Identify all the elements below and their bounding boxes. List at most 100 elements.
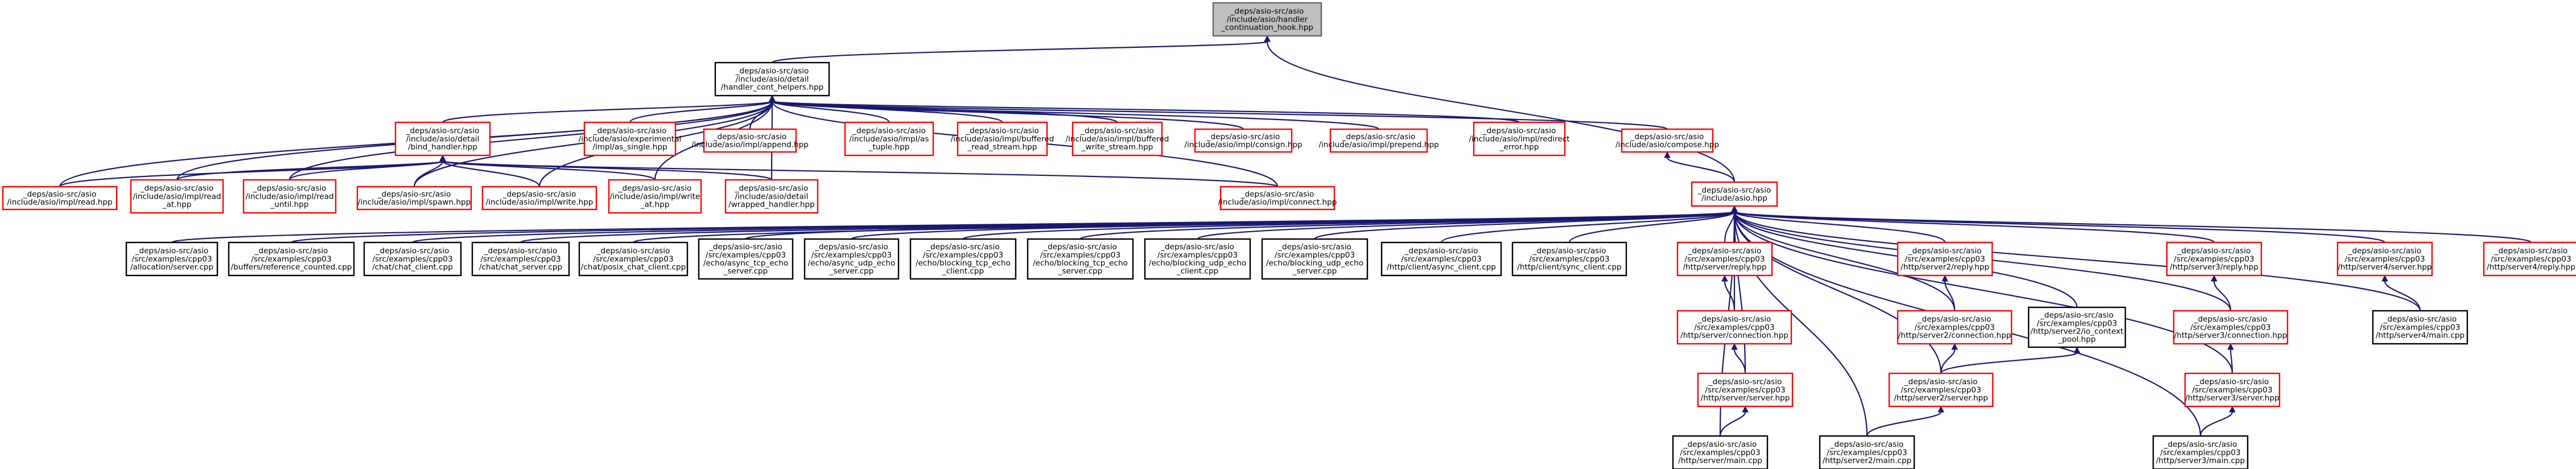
file-node-aues[interactable]: _deps/asio-src/asio/src/examples/cpp03/e…: [803, 238, 900, 280]
node-label-line: _at.hpp: [162, 200, 192, 209]
file-node-alloc[interactable]: _deps/asio-src/asio/src/examples/cpp03/a…: [125, 241, 219, 277]
file-node-hsc[interactable]: _deps/asio-src/asio/src/examples/cpp03/h…: [1511, 241, 1627, 277]
node-label-line: _deps/asio-src/asio: [2494, 246, 2568, 256]
node-label-line: /echo/blocking_tcp_echo: [1033, 259, 1128, 268]
dependency-edge-s3srv-to-asio: [1731, 205, 2233, 374]
file-node-app[interactable]: _deps/asio-src/asio/include/asio/impl/ap…: [691, 128, 809, 153]
file-node-s3conn[interactable]: _deps/asio-src/asio/src/examples/cpp03/h…: [2173, 310, 2289, 345]
node-box: [2184, 372, 2281, 408]
node-label-line: /src/examples/cpp03: [131, 254, 212, 264]
file-node-s1main[interactable]: _deps/asio-src/asio/src/examples/cpp03/h…: [1672, 435, 1769, 469]
file-node-s4reply[interactable]: _deps/asio-src/asio/src/examples/cpp03/h…: [2483, 241, 2576, 277]
file-node-s2conn[interactable]: _deps/asio-src/asio/src/examples/cpp03/h…: [1897, 310, 2013, 345]
file-node-s2srv[interactable]: _deps/asio-src/asio/src/examples/cpp03/h…: [1888, 372, 1994, 408]
file-node-wrapped[interactable]: _deps/asio-src/asio/include/asio/detail/…: [724, 179, 819, 214]
node-box: [1473, 121, 1566, 157]
node-label-line: /http/server/server.hpp: [1701, 394, 1790, 403]
node-label-line: _deps/asio-src/asio: [2177, 246, 2251, 256]
node-box: [1897, 241, 1993, 277]
file-node-s2reply[interactable]: _deps/asio-src/asio/src/examples/cpp03/h…: [1897, 241, 1993, 277]
file-node-s2pool[interactable]: _deps/asio-src/asio/src/examples/cpp03/h…: [2027, 306, 2126, 348]
node-label-line: _deps/asio-src/asio: [253, 184, 327, 193]
file-node-writeat[interactable]: _deps/asio-src/asio/include/asio/impl/wr…: [608, 179, 702, 214]
file-node-ates[interactable]: _deps/asio-src/asio/src/examples/cpp03/e…: [698, 238, 794, 280]
node-label-line: _deps/asio-src/asio: [708, 242, 782, 252]
node-label-line: /include/asio/impl/write: [610, 192, 700, 201]
file-node-s3reply[interactable]: _deps/asio-src/asio/src/examples/cpp03/h…: [2166, 241, 2262, 277]
node-box: [1672, 435, 1769, 469]
file-node-exp[interactable]: _deps/asio-src/asio/include/asio/experim…: [579, 121, 682, 157]
node-label-line: _deps/asio-src/asio: [135, 246, 209, 256]
file-node-spawn[interactable]: _deps/asio-src/asio/include/asio/impl/sp…: [356, 186, 472, 211]
node-box: [363, 241, 462, 277]
file-node-prepend[interactable]: _deps/asio-src/asio/include/asio/impl/pr…: [1318, 128, 1439, 153]
file-node-hac[interactable]: _deps/asio-src/asio/src/examples/cpp03/h…: [1380, 241, 1502, 277]
node-box: [909, 238, 1017, 280]
node-label-line: /src/examples/cpp03: [1157, 250, 1238, 260]
file-node-s3main[interactable]: _deps/asio-src/asio/src/examples/cpp03/h…: [2152, 435, 2249, 469]
file-node-brs[interactable]: _deps/asio-src/asio/include/asio/impl/bu…: [951, 121, 1054, 157]
node-label-line: /src/examples/cpp03: [2192, 385, 2272, 394]
file-node-bws[interactable]: _deps/asio-src/asio/include/asio/impl/bu…: [1066, 121, 1169, 157]
node-box: [1071, 121, 1163, 157]
file-node-chats[interactable]: _deps/asio-src/asio/src/examples/cpp03/c…: [471, 241, 570, 277]
dependency-edge-bh-to-hch: [442, 94, 776, 124]
node-box: [724, 179, 819, 214]
file-node-hch[interactable]: _deps/asio-src/asio/include/asio/detail/…: [714, 61, 830, 97]
node-label-line: /echo/blocking_tcp_echo: [916, 259, 1011, 268]
node-label-line: /src/examples/cpp03: [2491, 254, 2571, 264]
node-box: [2372, 310, 2468, 345]
file-node-s4main[interactable]: _deps/asio-src/asio/src/examples/cpp03/h…: [2372, 310, 2468, 345]
node-label-line: _client.cpp: [942, 267, 984, 276]
node-label-line: /include/asio.hpp: [1701, 194, 1767, 203]
file-node-s1reply[interactable]: _deps/asio-src/asio/src/examples/cpp03/h…: [1676, 241, 1773, 277]
file-node-asio[interactable]: _deps/asio-src/asio/include/asio.hpp: [1691, 181, 1778, 207]
file-node-refc[interactable]: _deps/asio-src/asio/src/examples/cpp03/b…: [228, 241, 355, 277]
file-node-bh[interactable]: _deps/asio-src/asio/include/asio/detail/…: [394, 121, 491, 157]
node-box: [481, 186, 597, 211]
node-label-line: /src/examples/cpp03: [1905, 254, 1985, 264]
file-node-hook[interactable]: _deps/asio-src/asio/include/asio/handler…: [1212, 2, 1322, 37]
file-node-s3srv[interactable]: _deps/asio-src/asio/src/examples/cpp03/h…: [2184, 372, 2281, 408]
file-node-bues[interactable]: _deps/asio-src/asio/src/examples/cpp03/e…: [1261, 238, 1369, 280]
dependency-edge-s3conn-to-s3reply: [2211, 274, 2232, 311]
node-label-line: /http/server4/main.cpp: [2376, 331, 2464, 340]
node-box: [228, 241, 355, 277]
dependency-edge-s2srv-to-asio: [1731, 205, 1942, 374]
node-label-line: _until.hpp: [270, 200, 308, 209]
node-label-line: /handler_cont_helpers.hpp: [721, 83, 823, 92]
file-node-readat[interactable]: _deps/asio-src/asio/include/asio/impl/re…: [130, 179, 224, 214]
node-label-line: _deps/asio-src/asio: [2194, 315, 2268, 324]
file-node-compose[interactable]: _deps/asio-src/asio/include/asio/compose…: [1615, 128, 1719, 153]
node-label-line: /http/server3/server.hpp: [2185, 394, 2279, 403]
file-node-buec[interactable]: _deps/asio-src/asio/src/examples/cpp03/e…: [1144, 238, 1251, 280]
file-node-write[interactable]: _deps/asio-src/asio/include/asio/impl/wr…: [481, 186, 597, 211]
file-node-connect[interactable]: _deps/asio-src/asio/include/asio/impl/co…: [1218, 186, 1337, 211]
node-box: [2166, 241, 2262, 277]
node-label-line: _deps/asio-src/asio: [1342, 132, 1416, 141]
node-label-line: /src/examples/cpp03: [1684, 254, 1765, 264]
file-node-read[interactable]: _deps/asio-src/asio/include/asio/impl/re…: [2, 186, 118, 211]
file-node-btec[interactable]: _deps/asio-src/asio/src/examples/cpp03/e…: [909, 238, 1017, 280]
file-node-posixc[interactable]: _deps/asio-src/asio/src/examples/cpp03/c…: [578, 241, 689, 277]
node-label-line: /include/asio/impl/buffered: [1066, 134, 1169, 143]
file-node-s2main[interactable]: _deps/asio-src/asio/src/examples/cpp03/h…: [1819, 435, 1915, 469]
file-node-readuntil[interactable]: _deps/asio-src/asio/include/asio/impl/re…: [242, 179, 337, 214]
file-node-s1srv[interactable]: _deps/asio-src/asio/src/examples/cpp03/h…: [1697, 372, 1794, 408]
file-node-chatc[interactable]: _deps/asio-src/asio/src/examples/cpp03/c…: [363, 241, 462, 277]
node-label-line: _deps/asio-src/asio: [965, 126, 1039, 135]
node-label-line: _deps/asio-src/asio: [713, 132, 787, 141]
file-node-s1conn[interactable]: _deps/asio-src/asio/src/examples/cpp03/h…: [1676, 310, 1792, 345]
node-box: [957, 121, 1048, 157]
node-label-line: /include/asio/impl/read.hpp: [7, 198, 112, 207]
node-label-line: _pool.hpp: [2058, 335, 2096, 344]
file-node-redir[interactable]: _deps/asio-src/asio/include/asio/impl/re…: [1469, 121, 1570, 157]
dependency-edge-asio-to-hook: [1264, 35, 1736, 183]
node-label-line: /src/examples/cpp03: [2190, 323, 2270, 332]
node-box: [1511, 241, 1627, 277]
file-node-astuple[interactable]: _deps/asio-src/asio/include/asio/impl/as…: [844, 121, 934, 157]
file-node-s4srv[interactable]: _deps/asio-src/asio/src/examples/cpp03/h…: [2336, 241, 2433, 277]
file-node-btes[interactable]: _deps/asio-src/asio/src/examples/cpp03/e…: [1027, 238, 1134, 280]
file-node-consign[interactable]: _deps/asio-src/asio/include/asio/impl/co…: [1184, 128, 1303, 153]
